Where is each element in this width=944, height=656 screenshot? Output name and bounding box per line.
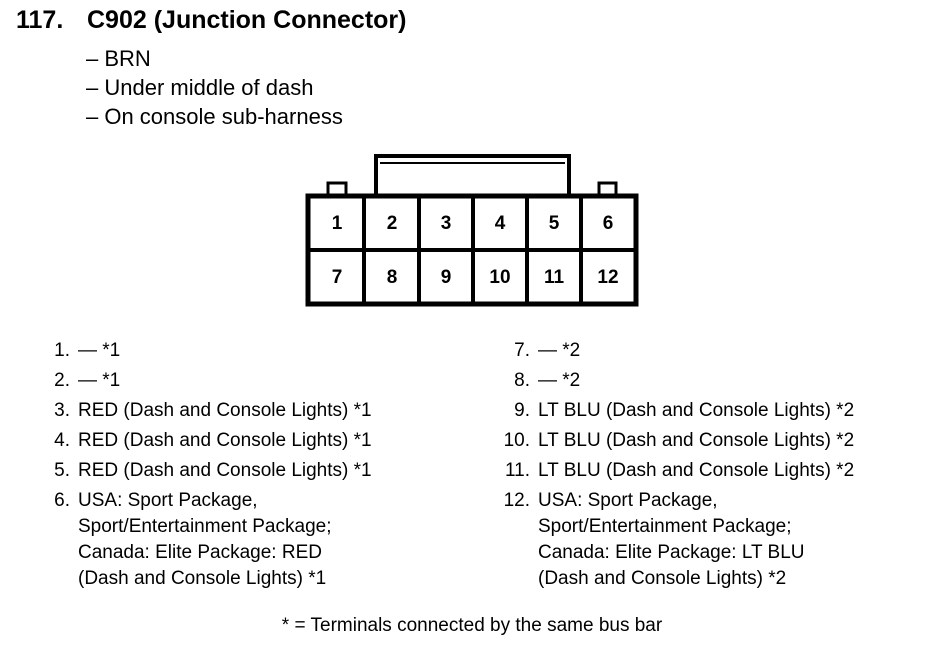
pin-description-line: Sport/Entertainment Package; xyxy=(538,516,792,537)
terminal-number: 9 xyxy=(441,267,452,288)
pin-description-line: Sport/Entertainment Package; xyxy=(78,516,332,537)
terminal-number: 6 xyxy=(603,213,614,234)
pin-description: RED (Dash and Console Lights) *1 xyxy=(78,400,372,421)
connector-number: 117. xyxy=(16,6,64,34)
pin-entry: 1. — *1 xyxy=(28,336,372,366)
pin-entry: 7. — *2 xyxy=(488,336,854,366)
terminal-number: 11 xyxy=(544,267,565,288)
pin-description: — *1 xyxy=(78,370,121,391)
pin-list-left: 1. — *1 2. — *1 3. RED (Dash and Console… xyxy=(28,336,372,592)
locking-tab xyxy=(374,154,571,196)
pin-entry: 8. — *2 xyxy=(488,366,854,396)
terminal-number: 5 xyxy=(549,213,560,234)
pin-number: 6. xyxy=(54,490,70,511)
connector-description-list: – BRN – Under middle of dash – On consol… xyxy=(86,44,343,131)
pin-description: LT BLU (Dash and Console Lights) *2 xyxy=(538,400,855,421)
connector-color: – BRN xyxy=(86,46,151,71)
terminal-number: 3 xyxy=(441,213,452,234)
connector-heading: 117. C902 (Junction Connector) xyxy=(16,6,406,35)
pin-number: 10. xyxy=(503,430,530,451)
terminal-number: 8 xyxy=(387,267,398,288)
left-key xyxy=(326,181,348,196)
terminal-number: 4 xyxy=(495,213,506,234)
pin-number: 4. xyxy=(54,430,70,451)
pin-list-right: 7. — *2 8. — *2 9. LT BLU (Dash and Cons… xyxy=(488,336,855,592)
pin-number: 3. xyxy=(54,400,70,421)
terminal-number: 10 xyxy=(489,267,510,288)
pin-number: 11. xyxy=(504,460,530,481)
pin-description-line: USA: Sport Package, xyxy=(538,490,718,511)
right-key xyxy=(597,181,618,196)
pin-description: — *2 xyxy=(538,340,581,361)
terminal-number: 12 xyxy=(597,267,618,288)
pin-description: — *2 xyxy=(538,370,581,391)
terminal-number: 2 xyxy=(387,213,398,234)
pin-description-line: (Dash and Console Lights) *1 xyxy=(78,568,327,589)
pin-entry: 10. LT BLU (Dash and Console Lights) *2 xyxy=(488,426,855,456)
pin-number: 12. xyxy=(503,490,530,511)
terminal-number: 7 xyxy=(332,267,343,288)
pin-entry: 5. RED (Dash and Console Lights) *1 xyxy=(28,456,372,486)
pin-number: 8. xyxy=(514,370,530,391)
connector-title: C902 (Junction Connector) xyxy=(87,6,407,34)
pin-description-line: Canada: Elite Package: LT BLU xyxy=(538,542,805,563)
pin-description-line: Canada: Elite Package: RED xyxy=(78,542,322,563)
pin-number: 5. xyxy=(54,460,70,481)
pin-entry: 6. USA: Sport Package, Sport/Entertainme… xyxy=(28,486,372,592)
pin-entry: 3. RED (Dash and Console Lights) *1 xyxy=(28,396,372,426)
terminal-number: 1 xyxy=(332,213,343,234)
pin-description: LT BLU (Dash and Console Lights) *2 xyxy=(538,430,855,451)
connector-location: – Under middle of dash xyxy=(86,75,314,100)
pin-entry: 9. LT BLU (Dash and Console Lights) *2 xyxy=(488,396,854,426)
pin-number: 1. xyxy=(54,340,70,361)
pin-description: USA: Sport Package, Sport/Entertainment … xyxy=(78,486,331,592)
connector-harness: – On console sub-harness xyxy=(86,104,343,129)
pin-number: 2. xyxy=(54,370,70,391)
pin-description-line: (Dash and Console Lights) *2 xyxy=(538,568,787,589)
pin-description: — *1 xyxy=(78,340,121,361)
pin-description: RED (Dash and Console Lights) *1 xyxy=(78,460,372,481)
pin-description: LT BLU (Dash and Console Lights) *2 xyxy=(538,460,855,481)
pin-entry: 12. USA: Sport Package, Sport/Entertainm… xyxy=(488,486,854,592)
pin-description-line: USA: Sport Package, xyxy=(78,490,258,511)
pin-description: USA: Sport Package, Sport/Entertainment … xyxy=(538,486,805,592)
pin-number: 7. xyxy=(514,340,530,361)
pin-number: 9. xyxy=(514,400,530,421)
pin-entry: 4. RED (Dash and Console Lights) *1 xyxy=(28,426,372,456)
bus-bar-footnote: * = Terminals connected by the same bus … xyxy=(281,615,663,636)
pin-description: RED (Dash and Console Lights) *1 xyxy=(78,430,372,451)
pin-entry: 2. — *1 xyxy=(28,366,372,396)
pin-entry: 11. LT BLU (Dash and Console Lights) *2 xyxy=(488,456,854,486)
